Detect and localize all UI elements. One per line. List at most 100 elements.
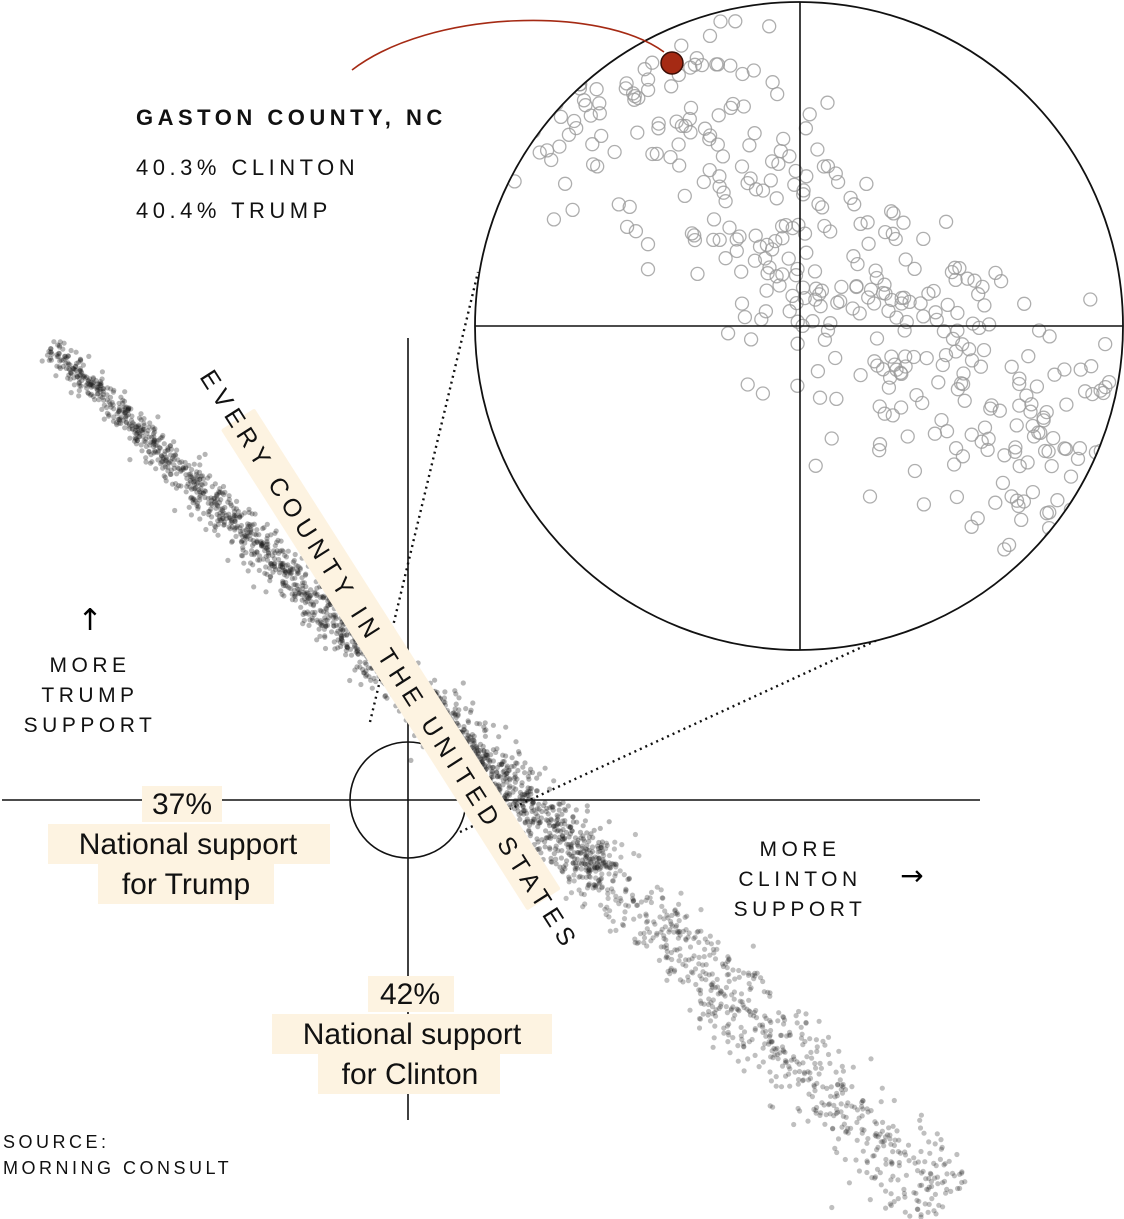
county-dot [209, 484, 215, 490]
county-dot [716, 1005, 722, 1012]
county-dot [292, 551, 298, 558]
county-dot [202, 451, 208, 457]
county-dot [483, 752, 489, 758]
inset-county-ring [1063, 469, 1079, 484]
county-dot [673, 924, 679, 930]
county-dot [562, 818, 568, 824]
county-dot [800, 1042, 806, 1048]
county-dot [921, 1130, 927, 1136]
inset-county-ring [796, 183, 811, 198]
county-dot [338, 633, 345, 639]
county-dot [482, 762, 488, 768]
inset-county-ring [684, 226, 700, 241]
county-dot [452, 712, 458, 718]
county-dot [844, 1128, 850, 1134]
county-dot [123, 413, 129, 420]
county-dot [630, 898, 636, 905]
county-dot [586, 858, 592, 864]
inset-county-ring [743, 332, 759, 347]
county-dot [493, 769, 500, 775]
county-dot [471, 733, 477, 739]
county-dot [276, 556, 282, 563]
inset-county-ring [820, 159, 836, 174]
county-dot [325, 622, 331, 628]
county-dot [98, 393, 104, 399]
county-dot [306, 611, 312, 617]
inset-county-ring [860, 215, 875, 230]
county-dot [193, 484, 199, 491]
county-dot [574, 849, 581, 856]
county-dot [571, 850, 577, 856]
inset-county-ring [889, 362, 904, 377]
county-dot [220, 506, 226, 512]
county-dot [887, 1132, 893, 1138]
county-dot [685, 974, 691, 980]
county-dot [162, 448, 168, 454]
inset-county-ring [1093, 464, 1109, 480]
inset-county-ring [878, 224, 893, 240]
county-dot [163, 458, 169, 464]
county-dot [100, 391, 106, 397]
inset-county-ring [759, 283, 774, 298]
county-dot [536, 801, 542, 808]
county-dot [592, 854, 598, 860]
county-dot [320, 595, 326, 601]
county-dot [280, 548, 286, 555]
county-dot [761, 989, 767, 995]
county-dot [545, 811, 551, 817]
county-dot [292, 591, 298, 597]
county-dot [811, 1082, 817, 1088]
county-dot [617, 895, 623, 902]
inset-county-ring [672, 158, 687, 173]
county-dot [696, 939, 702, 946]
inset-county-ring [807, 264, 823, 279]
county-dot [190, 495, 196, 502]
inset-county-ring [1101, 374, 1117, 390]
county-dot [198, 481, 204, 487]
county-dot [308, 592, 314, 598]
county-dot [167, 460, 173, 466]
inset-county-ring [861, 236, 876, 251]
county-dot [770, 1055, 776, 1061]
county-dot [534, 836, 540, 842]
county-dot [902, 1209, 908, 1215]
county-dot [708, 982, 714, 988]
county-dot [562, 866, 568, 872]
county-dot [361, 670, 367, 676]
county-dot [601, 860, 607, 866]
county-dot [770, 1104, 776, 1110]
inset-county-ring [1081, 491, 1096, 506]
inset-county-ring [734, 264, 749, 279]
county-dot [338, 632, 344, 638]
inset-county-ring [569, 120, 584, 136]
county-dot [561, 864, 567, 870]
county-dot [185, 481, 191, 487]
county-dot [182, 459, 188, 466]
county-dot [66, 372, 72, 378]
county-dot [503, 753, 509, 759]
county-dot [519, 783, 525, 789]
county-dot [242, 510, 248, 516]
county-dot [269, 562, 275, 569]
county-dot [612, 839, 618, 845]
county-dot [683, 927, 689, 933]
county-dot [344, 644, 350, 650]
county-dot [219, 508, 226, 514]
county-dot [674, 929, 681, 935]
diagonal-label-bg [221, 409, 561, 910]
county-dot [58, 357, 64, 363]
county-dot [874, 1147, 880, 1153]
county-dot [70, 365, 76, 372]
inset-county-ring [651, 121, 666, 136]
county-dot [487, 757, 493, 763]
county-dot [521, 808, 527, 814]
county-dot [726, 978, 732, 985]
inset-county-ring [743, 171, 758, 186]
county-dot [933, 1211, 939, 1217]
county-dot [539, 808, 545, 815]
county-dot [865, 1136, 871, 1142]
county-dot [283, 569, 289, 575]
county-dot [165, 447, 171, 453]
county-dot [606, 871, 612, 877]
county-dot [606, 914, 612, 920]
